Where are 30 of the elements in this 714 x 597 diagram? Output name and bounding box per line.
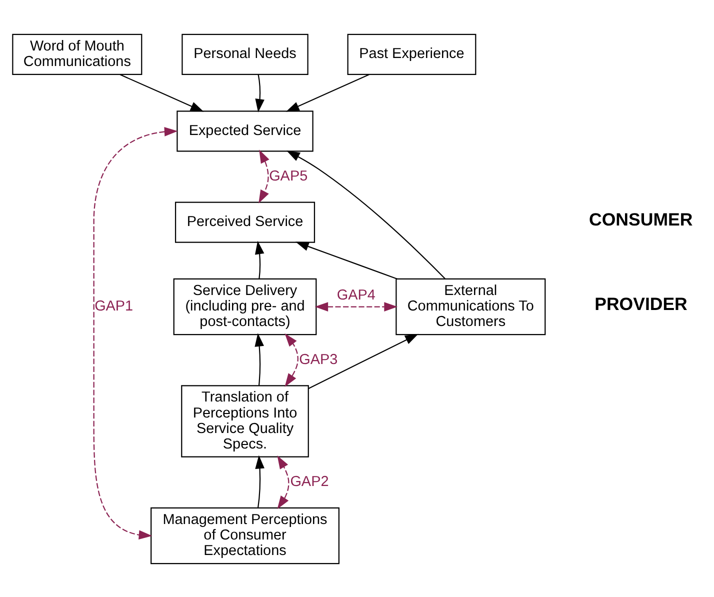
arrow (255, 74, 264, 112)
node-box: Personal Needs (182, 33, 308, 75)
arrow (284, 332, 298, 386)
edge-label: GAP3 (299, 351, 338, 368)
node-box: Perceived Service (174, 201, 316, 242)
arrow (308, 333, 418, 389)
node-box: Management Perceptions of Consumer Expectations (150, 506, 340, 564)
node-box: Word of Mouth Communications (12, 33, 142, 75)
edge-label: GAP2 (290, 474, 329, 490)
arrow (295, 241, 398, 279)
arrow (254, 240, 264, 278)
node-box: Translation of Perceptions Into Service Quality Specs. (181, 384, 309, 457)
label: CONSUMER (589, 208, 693, 229)
node-box: External Communications To Customers (396, 278, 546, 335)
node-box: Expected Service (176, 110, 314, 152)
label: PROVIDER (594, 293, 688, 314)
arrow (286, 150, 446, 279)
arrow (254, 332, 264, 385)
arrow (258, 149, 270, 203)
arrow (314, 302, 398, 311)
arrow (255, 454, 264, 508)
arrow (286, 74, 370, 112)
edge-label: GAP5 (269, 168, 308, 184)
arrow (120, 74, 204, 112)
edge-label: GAP4 (336, 286, 376, 303)
edge-label: GAP1 (94, 298, 134, 314)
node-box: Service Delivery (including pre- and post-contacts) (173, 278, 317, 335)
arrow (93, 126, 178, 540)
arrow (277, 455, 290, 509)
node-box: Past Experience (347, 33, 476, 75)
